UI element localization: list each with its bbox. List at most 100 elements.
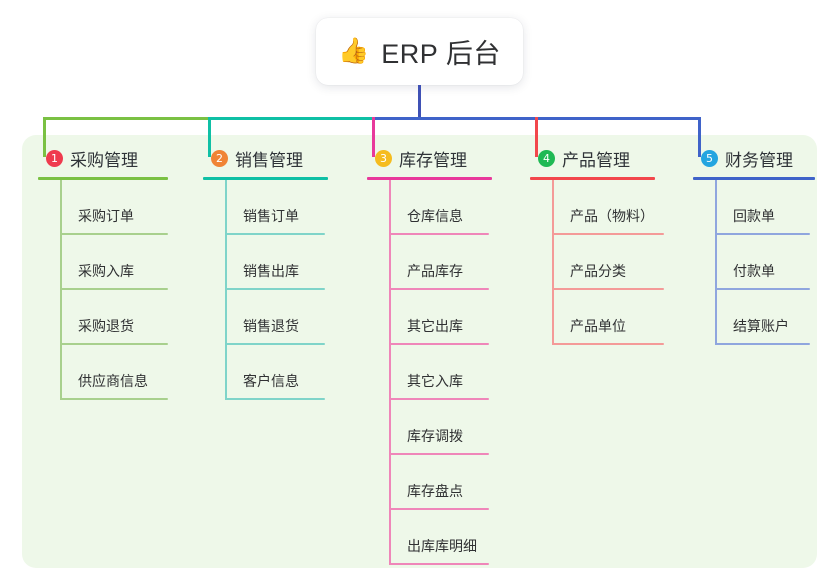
subitem-label: 仓库信息 xyxy=(407,208,463,224)
subitem-label: 付款单 xyxy=(733,263,775,279)
subitem-rule xyxy=(389,508,489,510)
subitem-list-3: 仓库信息产品库存其它出库其它入库库存调拨库存盘点出库库明细 xyxy=(389,180,492,565)
subitem[interactable]: 采购订单 xyxy=(60,180,168,235)
subitem[interactable]: 其它入库 xyxy=(389,345,492,400)
category-header-2[interactable]: 2 销售管理 xyxy=(203,146,328,170)
subitem-label: 客户信息 xyxy=(243,373,299,389)
subitem-rule xyxy=(715,288,810,290)
subitem-label: 销售订单 xyxy=(243,208,299,224)
subitem-rule xyxy=(389,233,489,235)
category-badge-2: 2 xyxy=(211,149,228,167)
subitem-label: 采购入库 xyxy=(78,263,134,279)
subitem-label: 产品单位 xyxy=(570,318,626,334)
subitem[interactable]: 销售退货 xyxy=(225,290,328,345)
subitem-rule xyxy=(389,563,489,565)
subitem-rule xyxy=(60,398,168,400)
subitem[interactable]: 产品库存 xyxy=(389,235,492,290)
bus-segment-teal xyxy=(208,117,374,120)
subitem-label: 销售退货 xyxy=(243,318,299,334)
subitem-rule xyxy=(389,398,489,400)
subitem-rule xyxy=(60,233,168,235)
subitem-label: 库存盘点 xyxy=(407,483,463,499)
subitem-spine xyxy=(225,180,227,400)
subitem-rule xyxy=(389,453,489,455)
subitem[interactable]: 仓库信息 xyxy=(389,180,492,235)
column-drop-connector-5 xyxy=(698,117,701,157)
subitem[interactable]: 销售出库 xyxy=(225,235,328,290)
subitem[interactable]: 采购退货 xyxy=(60,290,168,345)
category-rule-3 xyxy=(367,177,492,180)
subitem[interactable]: 产品单位 xyxy=(552,290,664,345)
subitem-label: 其它出库 xyxy=(407,318,463,334)
category-title: 产品管理 xyxy=(562,150,630,170)
root-node-title: ERP 后台 xyxy=(381,39,501,69)
subitem[interactable]: 付款单 xyxy=(715,235,815,290)
subitem-rule xyxy=(60,288,168,290)
root-node-erp-backend[interactable]: 👍 ERP 后台 xyxy=(316,18,523,85)
subitem[interactable]: 结算账户 xyxy=(715,290,815,345)
subitem-rule xyxy=(389,288,489,290)
category-rule-2 xyxy=(203,177,328,180)
subitem-rule xyxy=(389,343,489,345)
subitem[interactable]: 回款单 xyxy=(715,180,815,235)
subitem-label: 销售出库 xyxy=(243,263,299,279)
subitem-rule xyxy=(225,398,325,400)
column-drop-connector-2 xyxy=(208,117,211,157)
subitem-label: 回款单 xyxy=(733,208,775,224)
subitem-rule xyxy=(225,343,325,345)
category-title: 销售管理 xyxy=(235,150,303,170)
subitem-label: 产品（物料） xyxy=(570,208,654,224)
category-header-4[interactable]: 4 产品管理 xyxy=(530,146,655,170)
subitem[interactable]: 销售订单 xyxy=(225,180,328,235)
category-column-2: 2 销售管理销售订单销售出库销售退货客户信息 xyxy=(203,146,328,400)
subitem[interactable]: 采购入库 xyxy=(60,235,168,290)
category-badge-4: 4 xyxy=(538,149,555,167)
subitem-rule xyxy=(225,233,325,235)
subitem-label: 采购退货 xyxy=(78,318,134,334)
subitem-label: 采购订单 xyxy=(78,208,134,224)
subitem[interactable]: 产品（物料） xyxy=(552,180,664,235)
subitem-label: 产品库存 xyxy=(407,263,463,279)
subitem-rule xyxy=(60,343,168,345)
subitem[interactable]: 产品分类 xyxy=(552,235,664,290)
subitem-rule xyxy=(552,288,664,290)
subitem-rule xyxy=(715,233,810,235)
subitem-spine xyxy=(552,180,554,345)
category-title: 财务管理 xyxy=(725,150,793,170)
subitem[interactable]: 库存调拨 xyxy=(389,400,492,455)
subitem-spine xyxy=(60,180,62,400)
category-badge-3: 3 xyxy=(375,149,392,167)
category-badge-1: 1 xyxy=(46,149,63,167)
subitem-rule xyxy=(552,233,664,235)
subitem[interactable]: 其它出库 xyxy=(389,290,492,345)
subitem-label: 其它入库 xyxy=(407,373,463,389)
subitem-rule xyxy=(715,343,810,345)
bus-segment-green xyxy=(43,117,210,120)
subitem-list-1: 采购订单采购入库采购退货供应商信息 xyxy=(60,180,168,400)
subitem[interactable]: 供应商信息 xyxy=(60,345,168,400)
category-rule-4 xyxy=(530,177,655,180)
subitem-spine xyxy=(389,180,391,565)
subitem[interactable]: 客户信息 xyxy=(225,345,328,400)
subitem-spine xyxy=(715,180,717,345)
subitem-label: 供应商信息 xyxy=(78,373,148,389)
column-drop-connector-1 xyxy=(43,117,46,157)
category-rule-5 xyxy=(693,177,815,180)
subitem[interactable]: 库存盘点 xyxy=(389,455,492,510)
content-panel xyxy=(22,135,817,568)
thumbs-up-icon: 👍 xyxy=(338,37,370,65)
subitem-list-4: 产品（物料） 产品分类产品单位 xyxy=(552,180,664,345)
subitem-label: 库存调拨 xyxy=(407,428,463,444)
column-drop-connector-3 xyxy=(372,117,375,157)
subitem-label: 产品分类 xyxy=(570,263,626,279)
subitem-label: 结算账户 xyxy=(733,318,789,334)
subitem-label: 出库库明细 xyxy=(407,538,477,554)
subitem-rule xyxy=(225,288,325,290)
subitem[interactable]: 出库库明细 xyxy=(389,510,492,565)
